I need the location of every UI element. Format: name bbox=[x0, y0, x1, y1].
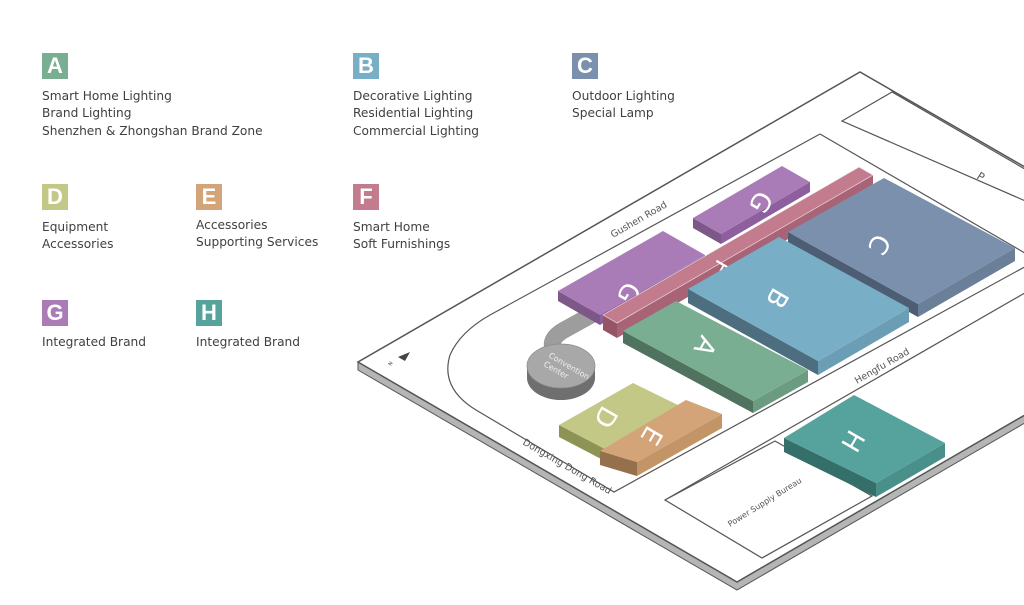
legend-line: Brand Lighting bbox=[42, 106, 132, 121]
block-f-ledge bbox=[602, 166, 874, 324]
legend-badge-b: B bbox=[353, 53, 379, 79]
convention-center-top bbox=[526, 343, 596, 389]
block-b[interactable]: B bbox=[688, 237, 909, 375]
road-line-hengfu bbox=[664, 292, 1024, 501]
legend-line: Commercial Lighting bbox=[353, 123, 480, 138]
legend-line: Smart Home Lighting bbox=[42, 89, 172, 103]
legend-badge-g: G bbox=[42, 300, 68, 326]
legend-line: Supporting Services bbox=[196, 235, 319, 250]
legend-line: Decorative Lighting bbox=[353, 89, 473, 103]
legend-desc-a: Smart Home Lighting Brand Lighting Shenz… bbox=[42, 88, 263, 140]
legend-badge-h: H bbox=[196, 300, 222, 326]
power-supply-lot bbox=[663, 440, 874, 559]
parking-lot bbox=[840, 91, 1024, 202]
legend-line: Smart Home bbox=[353, 220, 430, 234]
legend-line: Residential Lighting bbox=[353, 106, 474, 121]
legend-badge-d: D bbox=[42, 184, 68, 210]
compass: N bbox=[388, 352, 410, 367]
legend-item-e: E Accessories Supporting Services bbox=[196, 184, 318, 252]
venue-site-outline bbox=[447, 133, 1024, 493]
legend-line: Equipment bbox=[42, 220, 109, 234]
legend-item-g: G Integrated Brand bbox=[42, 300, 146, 351]
compass-label: N bbox=[388, 361, 395, 367]
legend-desc-e: Accessories Supporting Services bbox=[196, 217, 318, 252]
legend-line: Shenzhen & Zhongshan Brand Zone bbox=[42, 123, 263, 138]
legend-line: Integrated Brand bbox=[42, 335, 146, 349]
compass-arrow-icon bbox=[398, 352, 410, 361]
block-h[interactable]: H bbox=[784, 395, 945, 497]
legend-item-b: B Decorative Lighting Residential Lighti… bbox=[353, 53, 479, 140]
legend-item-f: F Smart Home Soft Furnishings bbox=[353, 184, 450, 254]
legend-line: Integrated Brand bbox=[196, 335, 300, 349]
legend-item-h: H Integrated Brand bbox=[196, 300, 300, 351]
legend-badge-c: C bbox=[572, 53, 598, 79]
legend-badge-a: A bbox=[42, 53, 68, 79]
legend-item-d: D Equipment Accessories bbox=[42, 184, 113, 254]
legend-desc-f: Smart Home Soft Furnishings bbox=[353, 219, 450, 254]
legend-desc-g: Integrated Brand bbox=[42, 334, 146, 351]
block-e[interactable]: E bbox=[600, 400, 722, 476]
legend-desc-b: Decorative Lighting Residential Lighting… bbox=[353, 88, 479, 140]
block-g2[interactable]: G bbox=[693, 166, 810, 244]
legend-badge-e: E bbox=[196, 184, 222, 210]
legend-line: Special Lamp bbox=[572, 106, 654, 121]
legend-line: Accessories bbox=[42, 237, 114, 252]
legend-item-a: A Smart Home Lighting Brand Lighting She… bbox=[42, 53, 263, 140]
legend-badge-f: F bbox=[353, 184, 379, 210]
legend-item-c: C Outdoor Lighting Special Lamp bbox=[572, 53, 675, 123]
legend-line: Accessories bbox=[196, 218, 268, 232]
legend-desc-c: Outdoor Lighting Special Lamp bbox=[572, 88, 675, 123]
legend-line: Outdoor Lighting bbox=[572, 89, 675, 103]
legend-desc-h: Integrated Brand bbox=[196, 334, 300, 351]
block-c[interactable]: C bbox=[788, 178, 1015, 317]
legend-desc-d: Equipment Accessories bbox=[42, 219, 113, 254]
block-a[interactable]: A bbox=[623, 301, 808, 413]
legend-line: Soft Furnishings bbox=[353, 237, 451, 252]
